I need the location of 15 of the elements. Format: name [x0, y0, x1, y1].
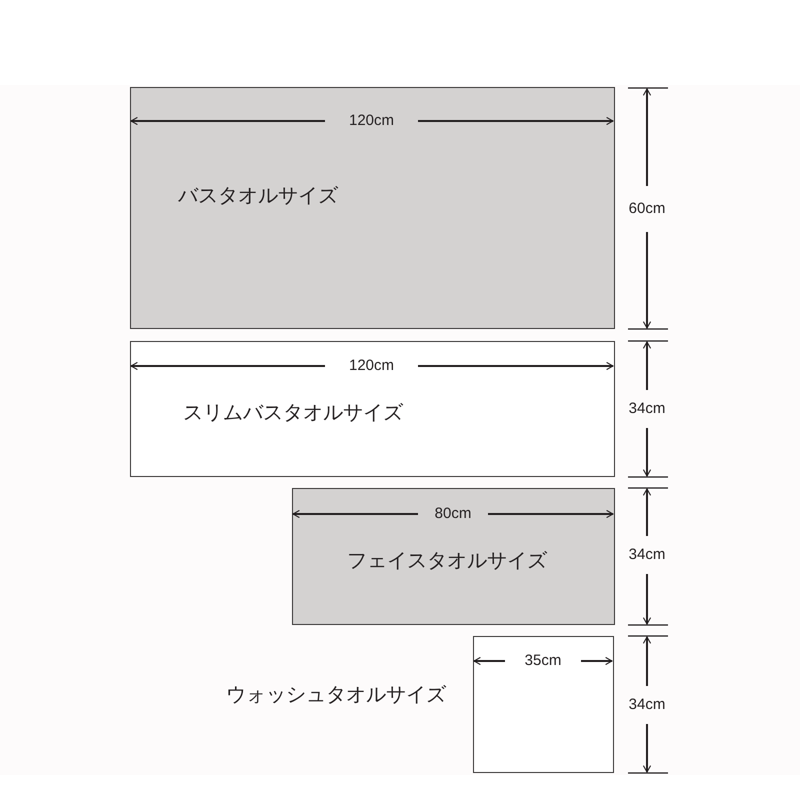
towel-size-rectangle — [130, 341, 615, 477]
towel-size-rectangle — [130, 87, 615, 329]
towel-name: スリムバスタオルサイズ — [183, 400, 403, 424]
towel-name: ウォッシュタオルサイズ — [226, 682, 446, 706]
towel-name: バスタオルサイズ — [178, 183, 338, 207]
towel-size-rectangle — [292, 488, 615, 625]
dimension-label: 120cm — [348, 357, 394, 375]
dimension-label: 35cm — [524, 652, 562, 670]
towel-name: フェイスタオルサイズ — [347, 548, 547, 572]
dimension-label: 120cm — [348, 112, 394, 130]
dimension-label: 60cm — [628, 200, 666, 218]
dimension-label: 34cm — [628, 400, 666, 418]
dimension-label: 34cm — [628, 546, 666, 564]
dimension-label: 34cm — [628, 696, 666, 714]
dimension-label: 80cm — [434, 505, 472, 523]
